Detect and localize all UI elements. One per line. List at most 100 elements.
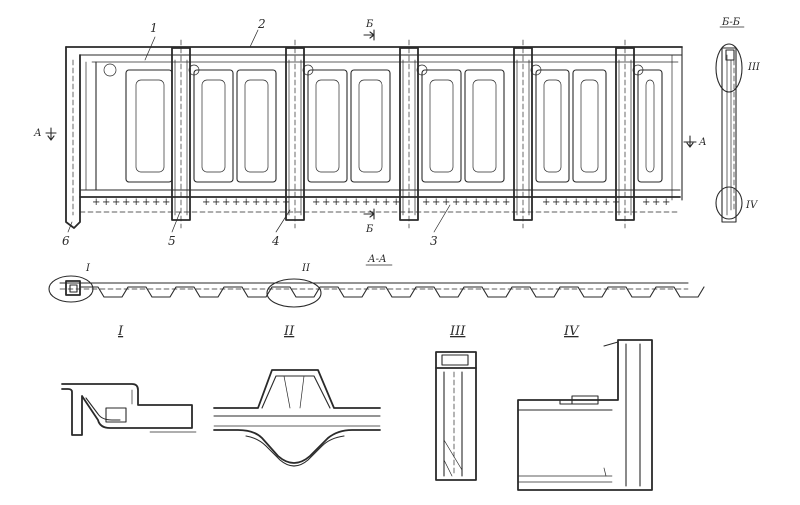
rivet-mark: + xyxy=(212,197,220,208)
panel-window xyxy=(429,79,454,173)
rivet-mark: + xyxy=(502,197,510,208)
rivet-mark: + xyxy=(422,197,430,208)
corrugated-profile xyxy=(79,286,705,298)
section-a-right: А xyxy=(698,137,707,148)
rivet-mark: + xyxy=(572,197,580,208)
panel-window xyxy=(645,79,655,173)
rivet-mark: + xyxy=(662,197,670,208)
detail-iii-marker xyxy=(715,43,743,93)
panel-frame xyxy=(350,69,391,183)
rivet-mark: + xyxy=(642,197,650,208)
panel-window xyxy=(580,79,599,173)
panel-window xyxy=(315,79,340,173)
rivet-mark: + xyxy=(602,197,610,208)
detail-ii-ref: II xyxy=(301,263,311,274)
detail-i-profile xyxy=(61,383,193,436)
callout-1: 1 xyxy=(150,21,158,35)
detail-iv-marker xyxy=(715,186,743,220)
section-bb-title: Б-Б xyxy=(721,17,741,28)
section-b-bottom: Б xyxy=(365,224,374,235)
rivet-mark: + xyxy=(262,197,270,208)
panel-frame xyxy=(535,69,570,183)
rivet-mark: + xyxy=(362,197,370,208)
rivet-mark: + xyxy=(462,197,470,208)
detail-i-marker xyxy=(48,275,94,303)
panel-frame xyxy=(193,69,234,183)
panel-frame xyxy=(236,69,277,183)
rivet-mark: + xyxy=(582,197,590,208)
rivet-mark: + xyxy=(152,197,160,208)
section-aa-view: А-А I II xyxy=(48,254,705,308)
rivet-mark: + xyxy=(92,197,100,208)
rivet-mark: + xyxy=(452,197,460,208)
callout-5: 5 xyxy=(168,234,176,248)
rivet-mark: + xyxy=(592,197,600,208)
rivet-mark: + xyxy=(392,197,400,208)
rivet-mark: + xyxy=(472,197,480,208)
rivet-mark: + xyxy=(372,197,380,208)
section-bb-view: Б-Б III IV xyxy=(715,17,761,223)
rivet-mark: + xyxy=(332,197,340,208)
hatch-circle xyxy=(103,63,117,77)
panel-frame xyxy=(307,69,348,183)
panel-window xyxy=(543,79,562,173)
panel-window xyxy=(358,79,383,173)
rivet-mark: + xyxy=(232,197,240,208)
rivet-mark: + xyxy=(562,197,570,208)
panel-window xyxy=(201,79,226,173)
rivet-mark: + xyxy=(382,197,390,208)
panel-window xyxy=(244,79,269,173)
section-a-left: А xyxy=(33,128,42,139)
rivet-mark: + xyxy=(202,197,210,208)
rivet-mark: + xyxy=(322,197,330,208)
rivet-mark: + xyxy=(112,197,120,208)
rivet-mark: + xyxy=(272,197,280,208)
detail-iii-post xyxy=(435,367,477,481)
panel-window xyxy=(472,79,497,173)
rivet-mark: + xyxy=(652,197,660,208)
rivet-mark: + xyxy=(442,197,450,208)
rivet-mark: + xyxy=(542,197,550,208)
detail-iii-title: III xyxy=(449,324,466,339)
detail-ii-title: II xyxy=(283,324,295,339)
rivet-mark: + xyxy=(252,197,260,208)
rivet-mark: + xyxy=(142,197,150,208)
detail-i: I xyxy=(61,324,197,436)
callout-6: 6 xyxy=(62,234,70,248)
callout-2: 2 xyxy=(257,17,266,31)
rivet-mark: + xyxy=(222,197,230,208)
detail-iv-ref: IV xyxy=(745,200,759,211)
panel-frame xyxy=(637,69,663,183)
callout-3: 3 xyxy=(430,234,438,248)
panel-frame xyxy=(421,69,462,183)
panel-frame xyxy=(572,69,607,183)
callout-4: 4 xyxy=(271,234,280,248)
detail-ii: II xyxy=(213,324,381,467)
rivet-mark: + xyxy=(162,197,170,208)
side-view: ++++++++++++++++++++++++++++++++++++++++… xyxy=(33,17,707,248)
rivet-mark: + xyxy=(612,197,620,208)
detail-i-title: I xyxy=(117,324,124,339)
detail-ii-marker xyxy=(266,278,322,308)
panel-frame xyxy=(464,69,505,183)
rivet-mark: + xyxy=(342,197,350,208)
rivet-mark: + xyxy=(432,197,440,208)
section-b-top: Б xyxy=(365,19,374,30)
rivet-mark: + xyxy=(242,197,250,208)
rivet-mark: + xyxy=(102,197,110,208)
rivet-rows: ++++++++++++++++++++++++++++++++++++++++… xyxy=(92,197,670,208)
rivet-mark: + xyxy=(132,197,140,208)
rivet-mark: + xyxy=(352,197,360,208)
stanchions xyxy=(171,39,644,229)
section-aa-title: А-А xyxy=(367,254,387,265)
detail-iii: III xyxy=(435,324,477,481)
detail-ii-trough xyxy=(213,429,381,464)
detail-iii-ref: III xyxy=(747,62,761,73)
detail-iv-title: IV xyxy=(563,324,580,339)
rivet-mark: + xyxy=(122,197,130,208)
rivet-mark: + xyxy=(552,197,560,208)
rivet-mark: + xyxy=(282,197,290,208)
rivet-mark: + xyxy=(312,197,320,208)
detail-i-ref: I xyxy=(85,263,91,274)
